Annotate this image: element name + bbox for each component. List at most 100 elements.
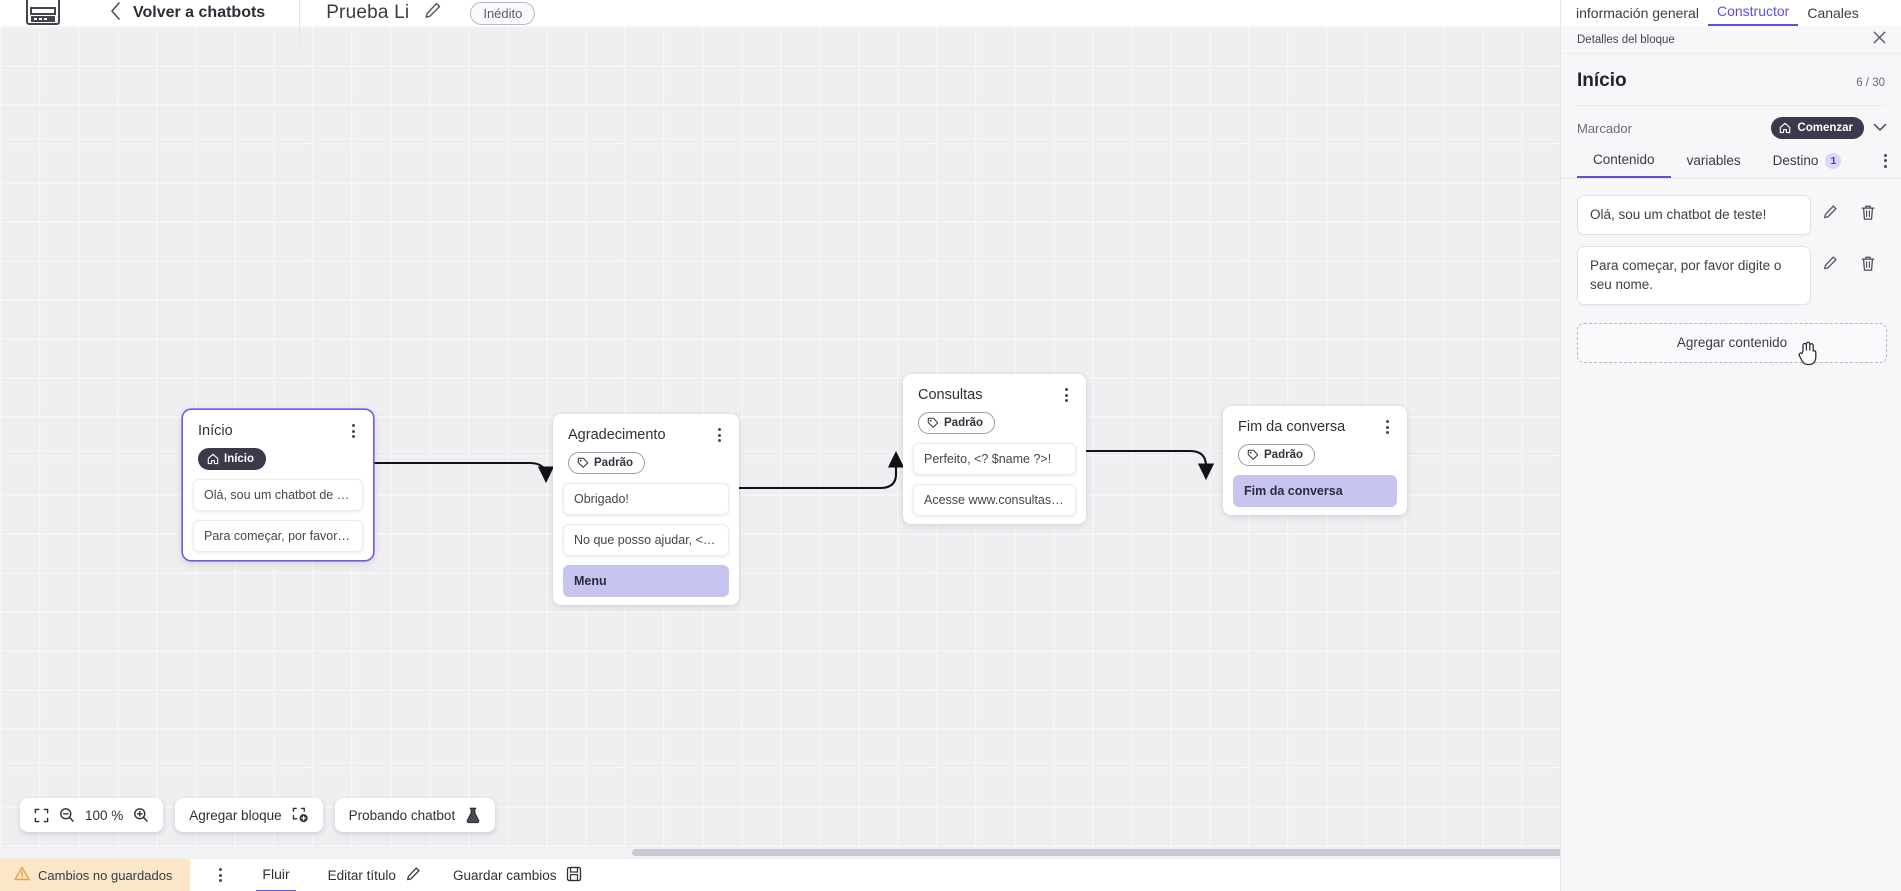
node-header: Início (183, 410, 373, 439)
content-text[interactable]: Para começar, por favor digite o seu nom… (1577, 245, 1811, 305)
node-tag-label: Início (224, 453, 255, 465)
topbar-divider (299, 0, 301, 51)
marker-controls: Comenzar (1771, 117, 1887, 139)
content-row: Para começar, por favor digite o seu nom… (1577, 245, 1887, 305)
pencil-icon (405, 866, 421, 885)
save-changes-button[interactable]: Guardar cambios (453, 866, 582, 885)
flow-node-agradecimento[interactable]: Agradecimento Padrão Obrigado! No que po… (553, 414, 739, 605)
node-message[interactable]: Acesse www.consultas.com par... (913, 484, 1076, 516)
edit-title-label: Editar título (327, 867, 396, 883)
zoom-in-icon[interactable] (133, 807, 149, 823)
close-icon[interactable] (1872, 30, 1887, 50)
marker-chip-label: Comenzar (1797, 122, 1853, 134)
content-list: Olá, sou um chatbot de teste! Para começ… (1561, 179, 1901, 305)
subtab-contenido-label: Contenido (1593, 152, 1655, 167)
destino-count-badge: 1 (1825, 152, 1842, 169)
warning-triangle-icon (14, 866, 30, 884)
node-title: Início (198, 423, 233, 439)
fit-screen-icon[interactable] (34, 808, 49, 823)
kebab-menu-icon[interactable] (711, 426, 727, 444)
node-tag-default: Padrão (918, 412, 995, 434)
add-block-label: Agregar bloque (189, 807, 282, 823)
save-changes-label: Guardar cambios (452, 867, 557, 883)
add-content-button[interactable]: Agregar contenido (1577, 322, 1887, 363)
subtab-destino-label: Destino (1772, 153, 1819, 168)
pencil-icon[interactable] (1811, 246, 1849, 271)
zoom-out-icon[interactable] (59, 807, 75, 823)
divider (1577, 105, 1885, 106)
kebab-menu-icon[interactable] (1058, 386, 1074, 404)
trash-icon[interactable] (1849, 246, 1887, 272)
node-message-highlight[interactable]: Menu (563, 565, 729, 597)
node-message[interactable]: No que posso ajudar, <? $name ... (563, 524, 729, 556)
tag-icon (577, 457, 589, 468)
test-chatbot-button[interactable]: Probando chatbot (334, 798, 496, 832)
tab-canales[interactable]: Canales (1807, 5, 1859, 21)
panel-header-label: Detalles del bloque (1577, 33, 1675, 46)
node-message[interactable]: Perfeito, <? $name ?>! (913, 443, 1076, 475)
kebab-menu-icon[interactable] (1884, 153, 1887, 177)
node-message[interactable]: Para começar, por favor digite o ... (193, 520, 363, 552)
flow-node-consultas[interactable]: Consultas Padrão Perfeito, <? $name ?>! … (903, 374, 1086, 524)
kebab-menu-icon[interactable] (1379, 418, 1395, 436)
node-header: Fim da conversa (1223, 406, 1407, 435)
zoom-controls: 100 % (20, 798, 164, 832)
kebab-menu-icon[interactable] (345, 422, 361, 440)
kebab-menu-icon[interactable] (212, 868, 228, 882)
tag-icon (1247, 449, 1259, 460)
chevron-left-icon[interactable] (110, 2, 121, 24)
node-tag-label: Padrão (1264, 449, 1303, 461)
block-title-row: Início 6 / 30 (1561, 54, 1901, 92)
node-message-highlight[interactable]: Fim da conversa (1233, 475, 1397, 507)
canvas-toolbar: 100 % Agregar bloque Probando chatbot (20, 798, 496, 832)
add-block-button[interactable]: Agregar bloque (175, 798, 323, 832)
node-tag-label: Padrão (594, 457, 633, 469)
subtab-variables-label: variables (1686, 153, 1741, 168)
node-header: Consultas (903, 374, 1086, 403)
flask-icon (465, 807, 481, 824)
subtab-destino[interactable]: Destino 1 (1757, 152, 1858, 178)
pencil-icon[interactable] (1811, 195, 1849, 220)
tab-informacion-general[interactable]: información general (1576, 5, 1699, 21)
node-title: Consultas (918, 387, 983, 403)
tag-icon (927, 417, 939, 428)
flow-node-fim-da-conversa[interactable]: Fim da conversa Padrão Fim da conversa (1223, 406, 1407, 515)
add-block-icon (292, 807, 309, 824)
node-message[interactable]: Obrigado! (563, 483, 729, 515)
content-text[interactable]: Olá, sou um chatbot de teste! (1577, 195, 1811, 235)
subtab-variables[interactable]: variables (1671, 153, 1757, 177)
node-title: Agradecimento (568, 427, 666, 443)
status-badge: Inédito (470, 1, 536, 25)
canvas-horizontal-scrollbar[interactable] (0, 848, 1560, 858)
document-title: Prueba Li (326, 2, 410, 23)
node-tag-default: Padrão (1238, 444, 1315, 466)
node-tag-start: Início (198, 448, 267, 470)
content-row: Olá, sou um chatbot de teste! (1577, 195, 1887, 235)
tab-fluir[interactable]: Fluir (256, 859, 296, 891)
flow-node-inicio[interactable]: Início Início Olá, sou um chatbot de tes… (183, 410, 373, 560)
app-logo-icon[interactable] (26, 0, 60, 25)
zoom-level: 100 % (85, 807, 124, 823)
home-icon (207, 453, 219, 465)
flow-edges (372, 449, 1215, 490)
marker-chip-comenzar[interactable]: Comenzar (1771, 117, 1864, 139)
top-bar: Volver a chatbots Prueba Li Inédito (0, 0, 1560, 51)
test-chatbot-label: Probando chatbot (348, 807, 456, 823)
flow-canvas[interactable]: Início Início Olá, sou um chatbot de tes… (0, 26, 1560, 858)
marker-label: Marcador (1577, 120, 1632, 136)
panel-header: Detalles del bloque (1561, 26, 1901, 54)
node-header: Agradecimento (553, 414, 739, 443)
node-tag-default: Padrão (568, 452, 645, 474)
chevron-down-icon[interactable] (1873, 119, 1887, 137)
edit-title-button[interactable]: Editar título (328, 866, 421, 885)
back-to-chatbots-label[interactable]: Volver a chatbots (133, 4, 266, 21)
char-count: 6 / 30 (1856, 77, 1885, 89)
pencil-icon[interactable] (423, 1, 442, 25)
node-title: Fim da conversa (1238, 419, 1346, 435)
trash-icon[interactable] (1849, 195, 1887, 221)
subtab-contenido[interactable]: Contenido (1577, 152, 1671, 178)
save-disk-icon (566, 866, 582, 885)
node-message[interactable]: Olá, sou um chatbot de teste! (193, 479, 363, 511)
scrollbar-thumb[interactable] (632, 849, 1560, 856)
tab-constructor[interactable]: Constructor (1707, 3, 1799, 26)
